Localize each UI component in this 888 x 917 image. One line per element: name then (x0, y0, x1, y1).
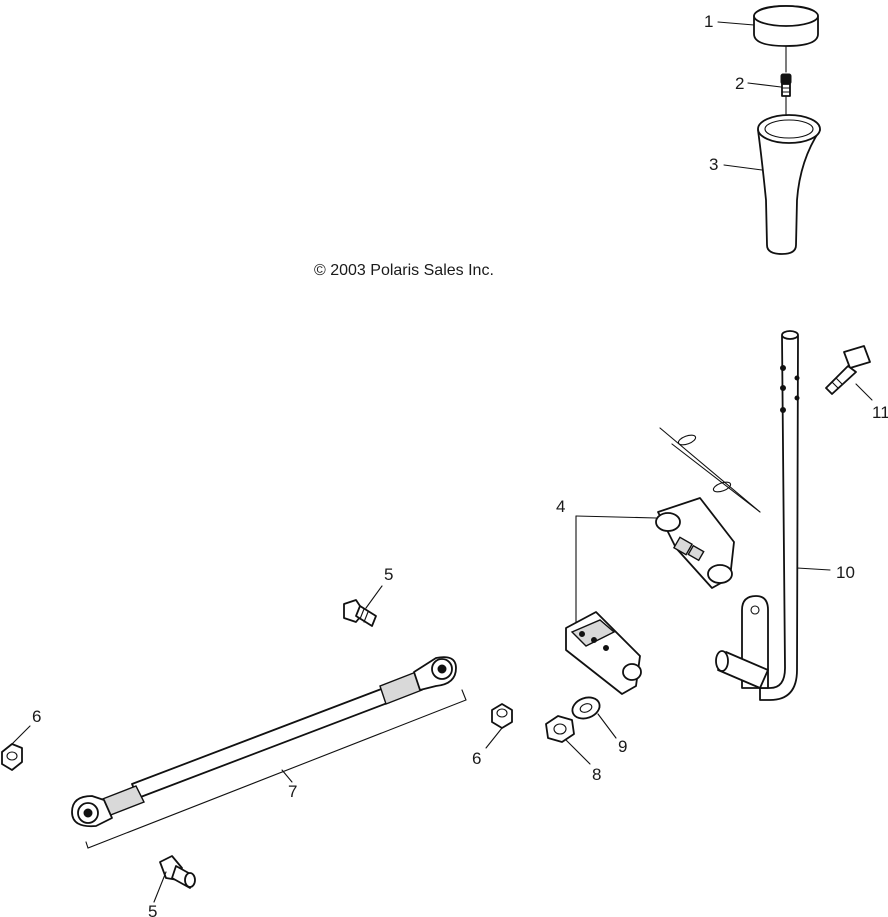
part-9-washer (571, 696, 601, 720)
part-4-clamp-lower (565, 611, 642, 695)
part-11-bolt (825, 345, 871, 395)
part-1-knob-cap (753, 5, 819, 47)
leader-2 (747, 82, 782, 88)
frame-bracket-outline (659, 427, 761, 513)
leader-4-upper (575, 515, 657, 519)
part-6-nut-left (1, 743, 23, 771)
leader-7-bracket (85, 689, 467, 849)
callout-9: 9 (618, 737, 627, 756)
leader-7 (281, 769, 293, 783)
part-5-bolt-lower (159, 855, 196, 889)
callout-1: 1 (704, 12, 713, 31)
callout-5-upper: 5 (384, 565, 393, 584)
part-3-shifter-grip (757, 114, 821, 255)
leader-6-right (485, 727, 503, 749)
leader-3 (723, 164, 763, 171)
callout-7: 7 (288, 782, 297, 801)
part-8-nut (545, 715, 575, 743)
callout-5-lower: 5 (148, 902, 157, 917)
part-4-clamp-upper (655, 497, 735, 589)
callout-10: 10 (836, 563, 855, 582)
leader-6-left (11, 725, 31, 745)
copyright-text: © 2003 Polaris Sales Inc. (314, 262, 494, 279)
callout-6-left: 6 (32, 707, 41, 726)
leader-1 (717, 21, 755, 26)
part-5-bolt-upper (343, 599, 377, 627)
part-7-tie-rod (71, 656, 457, 828)
leader-10 (796, 567, 831, 571)
leader-5-upper (365, 585, 383, 609)
callout-3: 3 (709, 155, 718, 174)
callout-6-right: 6 (472, 749, 481, 768)
callout-4: 4 (556, 497, 565, 516)
callout-8: 8 (592, 765, 601, 784)
leader-11 (855, 383, 873, 401)
leader-9 (597, 713, 617, 739)
part-10-shift-lever (715, 330, 800, 701)
part-6-nut-right (491, 703, 513, 729)
leader-8 (565, 739, 591, 765)
leader-5-lower (153, 871, 167, 903)
callout-2: 2 (735, 74, 744, 93)
callout-11: 11 (872, 403, 888, 422)
